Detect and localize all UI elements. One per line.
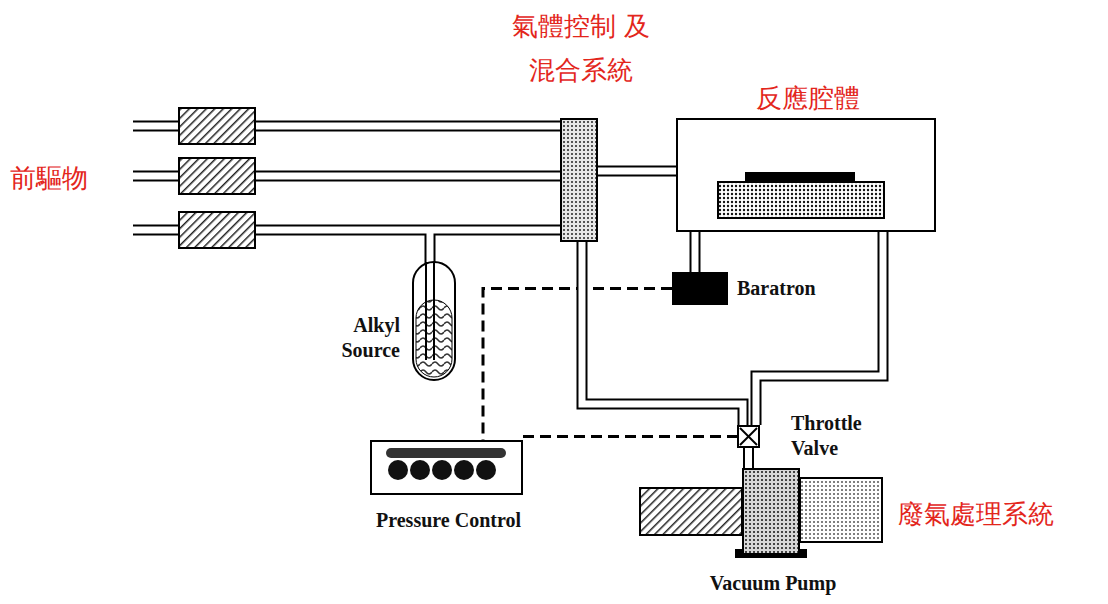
alkyl-source-label: Alkyl Source (308, 313, 400, 363)
gas-pipe (748, 448, 749, 468)
node-label: 反應腔體 (698, 76, 918, 120)
node-label: Pressure Control (342, 508, 555, 533)
vacuum-pump: Vacuum Pump (742, 468, 800, 555)
wafer-holder (678, 120, 934, 230)
throttle-valve: Throttle Valve (737, 425, 760, 448)
valve-symbol (739, 427, 758, 446)
gas-pipe (598, 171, 676, 172)
node-label: 氣體控制 及混合系統 (504, 4, 658, 92)
node-label: Throttle Valve (791, 411, 883, 461)
gas-pipe (756, 232, 883, 425)
baratron-gauge: Baratron (672, 272, 728, 305)
pressure-controller: Pressure Control (370, 440, 523, 495)
precursor-pipes (133, 126, 562, 268)
mass-flow-controllers (179, 108, 255, 248)
precursor-label: 前驅物 (10, 156, 120, 200)
gas-mixing-box: 氣體控制 及混合系統 (560, 118, 598, 242)
signal-line (523, 436, 737, 437)
node-label: Vacuum Pump (644, 571, 902, 596)
gas-pipe (695, 232, 696, 272)
gas-pipe (582, 242, 743, 425)
reaction-chamber: 反應腔體 (676, 118, 936, 232)
alkyl-bubbler (413, 262, 455, 380)
node-label: Baratron (737, 276, 867, 301)
roller-symbol (372, 442, 521, 493)
exhaust-system-label: 廢氣處理系統 (898, 492, 1102, 536)
